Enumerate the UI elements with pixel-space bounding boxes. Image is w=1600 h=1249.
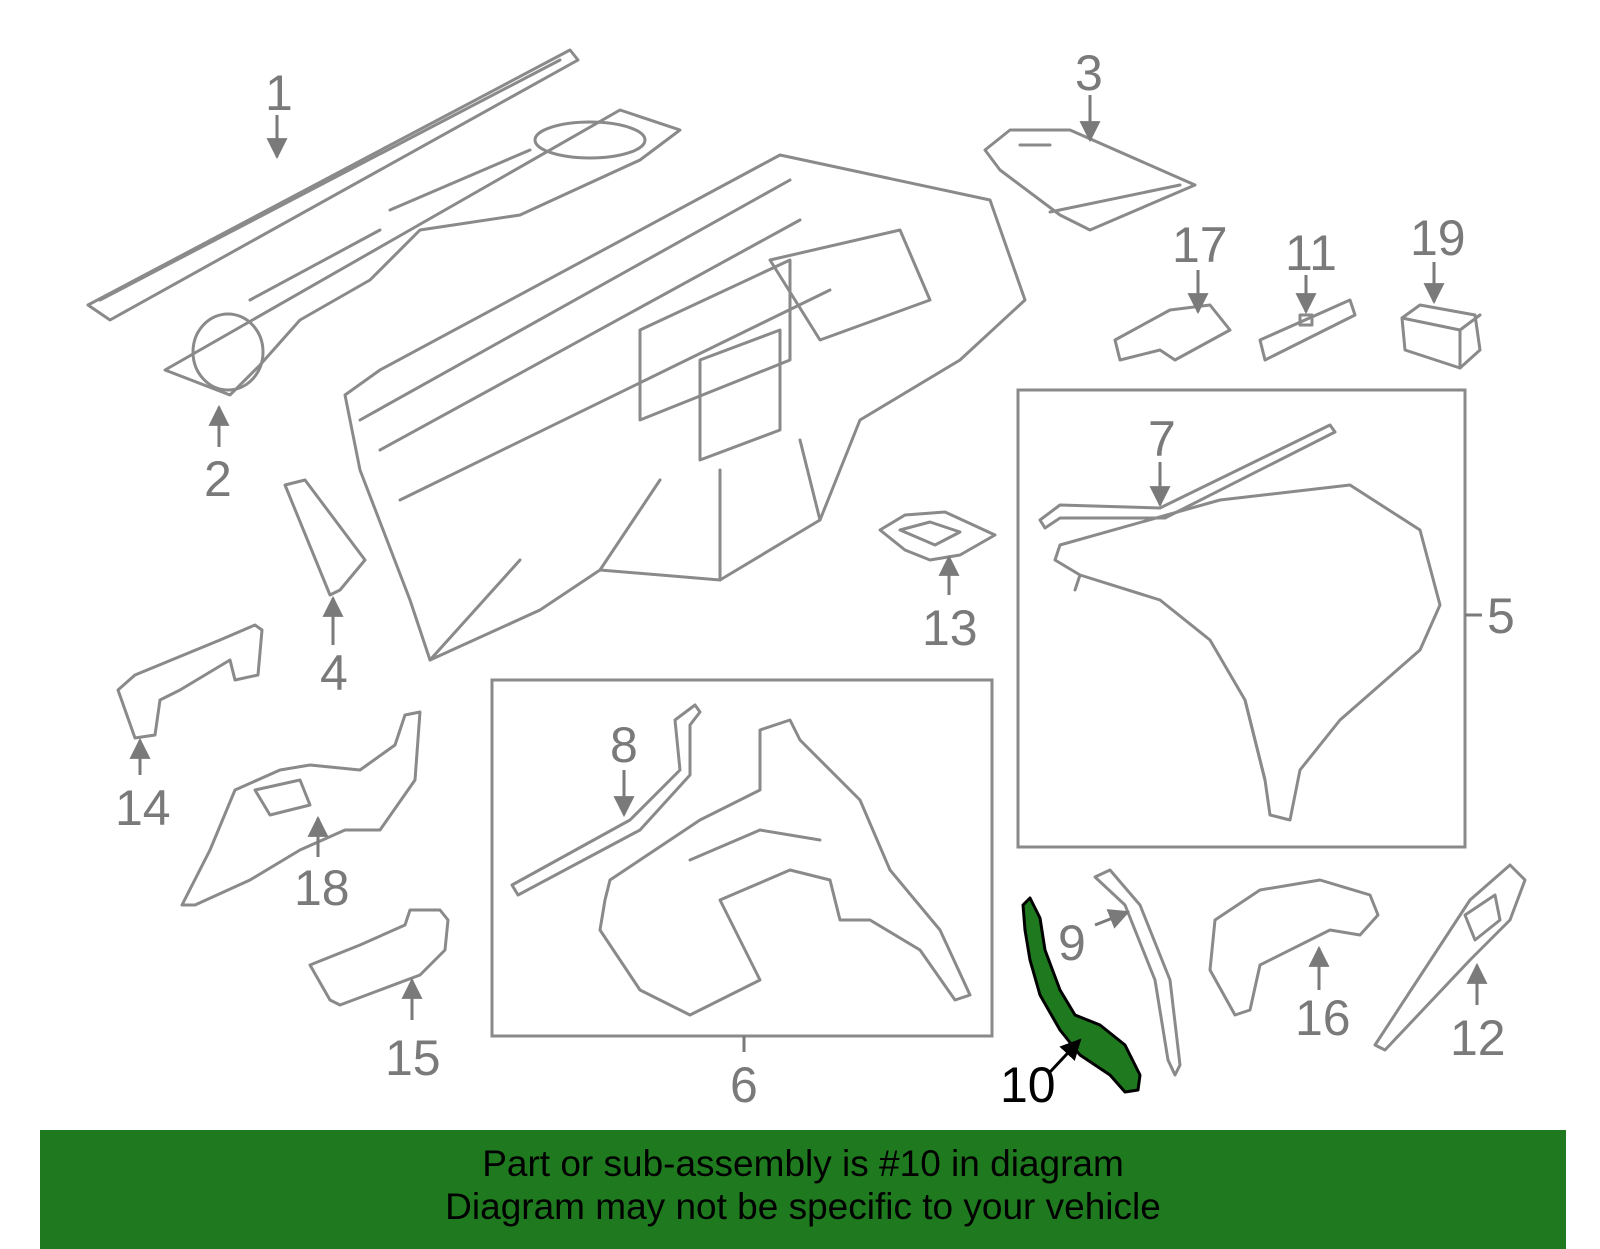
part-19-module[interactable] (1400, 303, 1482, 370)
part-7-trim-strip[interactable] (1038, 423, 1337, 530)
label-4: 4 (320, 645, 348, 701)
label-8: 8 (610, 717, 638, 773)
label-9: 9 (1058, 915, 1086, 971)
label-17: 17 (1172, 217, 1228, 273)
label-10: 10 (1000, 1057, 1056, 1113)
part-17-bracket[interactable] (1113, 303, 1232, 362)
part-5-trim-panel[interactable] (1053, 483, 1442, 822)
part-3-airbag-cover[interactable] (983, 128, 1197, 232)
part-13-vent[interactable] (878, 510, 997, 562)
part-6-knee-panel[interactable] (598, 718, 972, 1017)
part-4-end-cap[interactable] (283, 478, 367, 597)
dashboard-main-frame (343, 153, 1027, 662)
part-14-bracket[interactable] (116, 623, 264, 740)
part-1-defroster-trim[interactable] (86, 48, 580, 322)
banner-line-2: Diagram may not be specific to your vehi… (445, 1186, 1161, 1227)
box-6 (490, 678, 994, 1038)
label-12: 12 (1450, 1010, 1506, 1066)
label-7: 7 (1148, 411, 1176, 467)
label-13: 13 (922, 600, 978, 656)
label-19: 19 (1410, 210, 1466, 266)
part-2-upper-panel[interactable] (163, 108, 682, 397)
part-8-trim-strip[interactable] (510, 703, 702, 897)
label-2: 2 (204, 451, 232, 507)
label-5: 5 (1487, 588, 1515, 644)
info-banner: Part or sub-assembly is #10 in diagram D… (40, 1130, 1566, 1249)
part-10-highlighted-trim[interactable] (1021, 896, 1142, 1094)
label-16: 16 (1295, 990, 1351, 1046)
part-12-trim-bezel[interactable] (1373, 863, 1527, 1052)
label-6: 6 (730, 1057, 758, 1113)
label-11: 11 (1285, 225, 1337, 281)
part-15-duct[interactable] (308, 908, 450, 1007)
label-15: 15 (385, 1030, 441, 1086)
label-3: 3 (1075, 45, 1103, 101)
label-18: 18 (294, 860, 350, 916)
label-1: 1 (265, 65, 293, 121)
box-5 (1016, 388, 1467, 849)
part-16-hood[interactable] (1208, 878, 1380, 1017)
label-14: 14 (115, 780, 171, 836)
banner-line-1: Part or sub-assembly is #10 in diagram (482, 1143, 1124, 1184)
part-9-pillar-trim[interactable] (1093, 868, 1182, 1077)
part-11-bracket[interactable] (1258, 298, 1357, 362)
part-18-lower-panel[interactable] (180, 710, 422, 907)
